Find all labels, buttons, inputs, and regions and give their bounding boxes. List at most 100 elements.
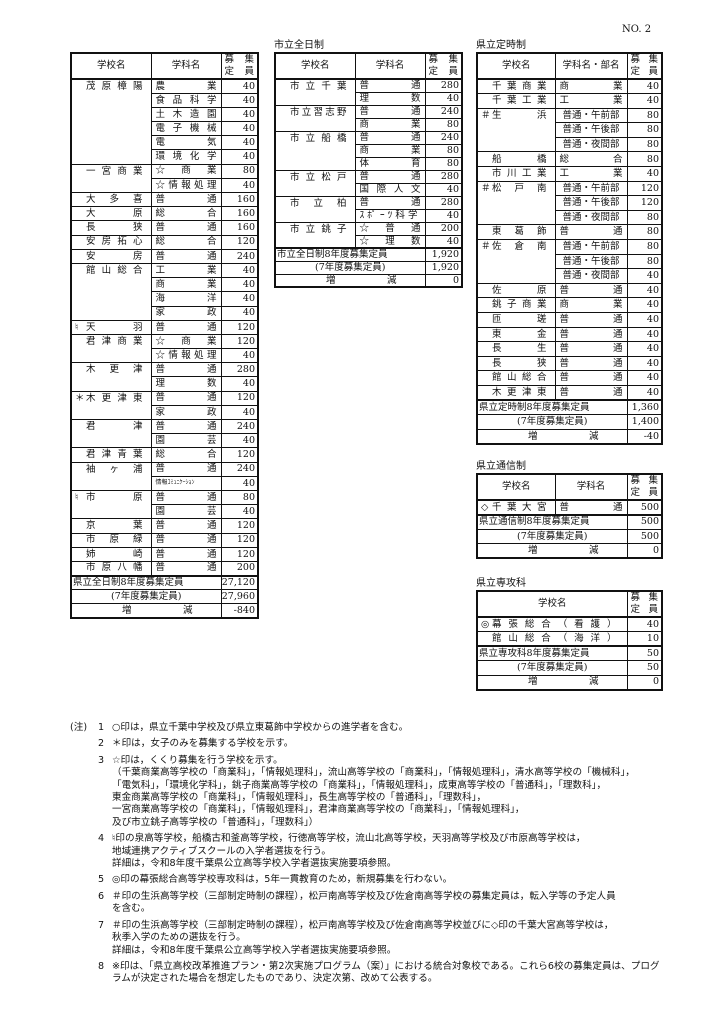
header-char: 定 <box>428 66 439 77</box>
school-name-text: 船橋 <box>492 153 547 165</box>
note-line: 及び市立銚子高等学校の「普通科」，「理数科」） <box>112 816 319 828</box>
school-name: 君津商業 <box>70 333 152 364</box>
header-capacity-top: 募集 <box>225 54 255 66</box>
school-name: ♮市原 <box>70 489 152 520</box>
capacity: 40 <box>220 149 259 165</box>
header-capacity-bottom: 定員 <box>429 66 459 78</box>
dept-name: 普通 <box>354 169 426 184</box>
header-school: 学校名 <box>476 52 556 80</box>
note-item: 3☆印は，くくり募集を行う学校を示す。（千葉商業高等学校の「商業科」，「情報処理… <box>70 755 670 829</box>
school-name-text: 市立銚子 <box>290 223 347 235</box>
header-char: 員 <box>648 604 658 615</box>
school-name: 安房 <box>70 248 152 264</box>
dept-name: 普通 <box>554 282 628 299</box>
summary-label: 県立通信制8年度募集定員 <box>476 514 628 530</box>
school-mark <box>481 388 492 398</box>
capacity: 10 <box>626 631 663 647</box>
dept-name: 普通 <box>354 104 426 119</box>
header-capacity-top: 募集 <box>631 475 659 487</box>
kenritsu-teiji-title: 県立定時制 <box>476 40 526 51</box>
capacity: 80 <box>424 156 463 171</box>
school-name: 袖ヶ浦 <box>70 461 152 491</box>
dept-name: 家政 <box>150 305 222 321</box>
dept-name: 体育 <box>354 156 426 171</box>
school-mark <box>481 96 492 106</box>
school-name-text: 長生 <box>492 343 547 355</box>
school-name-text: 木更津東 <box>86 392 143 404</box>
note-line: 詳細は，令和8年度千葉県公立高等学校入学者選抜実施要項参照。 <box>112 944 397 956</box>
school-name: ＃松戸南 <box>476 180 556 226</box>
capacity: 240 <box>424 130 463 145</box>
summary-label: (7年度募集定員) <box>476 660 628 676</box>
school-name: ◎幕張総合（看護） <box>476 616 628 632</box>
school-name: 館山総合 <box>476 370 556 386</box>
summary-value: 0 <box>626 674 663 690</box>
summary-value: 50 <box>626 645 663 661</box>
header-capacity-bottom: 定員 <box>631 487 659 499</box>
school-name: 千葉商業 <box>476 78 556 95</box>
capacity: 40 <box>424 182 463 197</box>
note-body: ○印は，県立千葉中学校及び県立東葛飾中学校からの進学者を含む。 <box>112 722 408 734</box>
capacity: 80 <box>626 122 663 138</box>
note-number: 7 <box>98 919 105 931</box>
capacity: 40 <box>626 166 663 182</box>
capacity: 40 <box>220 475 259 491</box>
notes: (注)1○印は，県立千葉中学校及び県立東葛飾中学校からの進学者を含む。2＊印は，… <box>70 722 670 990</box>
school-name-text: 長狭 <box>492 357 547 369</box>
summary-label: 県立全日制8年度募集定員 <box>70 575 222 591</box>
summary-value: 0 <box>424 273 463 288</box>
school-name: 長狭 <box>476 355 556 372</box>
school-name: 市立千葉 <box>274 78 356 106</box>
summary-label: 増 減 <box>70 603 222 619</box>
dept-name: 商業 <box>554 78 628 95</box>
school-name-text: 館山総合 <box>86 264 143 276</box>
dept-name: 総合 <box>150 206 222 222</box>
header-dept: 学科名 <box>554 473 628 501</box>
school-name-text: 館山総合 <box>492 372 547 384</box>
school-name: 館山総合 <box>70 262 152 321</box>
header-capacity-top: 募集 <box>631 54 659 66</box>
school-mark <box>75 550 86 560</box>
school-name-text: 市立柏 <box>290 197 347 209</box>
school-name-text: 松戸南 <box>492 182 547 194</box>
header-char: 員 <box>648 487 658 498</box>
school-mark <box>279 82 290 92</box>
dept-name: 普通・夜間部 <box>554 268 628 284</box>
summary-value: 50 <box>626 660 663 676</box>
school-name-text: 木更津 <box>86 364 143 376</box>
dept-name: 海洋 <box>150 291 222 307</box>
school-name-text: 大多喜 <box>86 193 143 205</box>
dept-name: 普通 <box>554 341 628 357</box>
summary-value: 500 <box>626 514 663 530</box>
header-char: 集 <box>448 54 458 65</box>
header-char: 員 <box>648 66 658 77</box>
capacity: 40 <box>626 297 663 313</box>
capacity: 120 <box>220 546 259 562</box>
school-mark: ＃ <box>481 182 491 194</box>
header-row: 学校名学科名・部名募集定員 <box>476 52 663 80</box>
note-body: ＃印の生浜高等学校（三部制定時制の課程），松戸南高等学校及び佐倉南高等学校並びに… <box>112 920 613 957</box>
capacity: 120 <box>220 518 259 534</box>
capacity: 120 <box>626 195 663 211</box>
capacity: 40 <box>626 93 663 109</box>
school-name-text: 君津 <box>86 421 143 432</box>
dept-name: ☆商業 <box>150 163 222 179</box>
summary-row: (7年度募集定員)1,400 <box>476 414 663 430</box>
school-mark: ＊ <box>75 392 85 404</box>
capacity: 80 <box>626 209 663 226</box>
